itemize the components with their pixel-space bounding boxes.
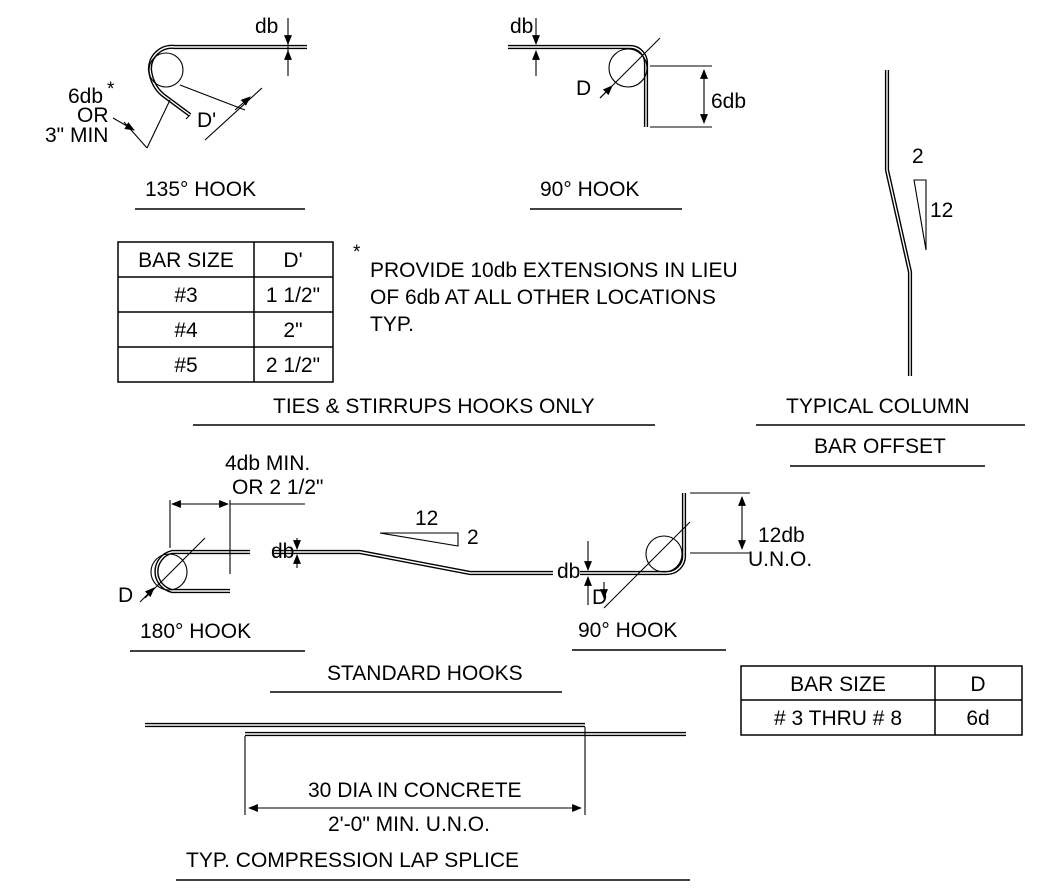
d-prime-dim-line <box>204 87 263 141</box>
lap-splice-title: TYP. COMPRESSION LAP SPLICE <box>186 849 519 872</box>
hook-180-dim-line1: 4db MIN. <box>225 452 310 475</box>
ties-table-header-d-prime: D' <box>283 249 302 272</box>
hook-135-title: 135° HOOK <box>145 178 256 201</box>
d-table-header-bar-size: BAR SIZE <box>790 673 886 696</box>
ties-table-cell: 2 1/2" <box>266 354 320 377</box>
ties-table-cell: 1 1/2" <box>266 284 320 307</box>
hook-90-bottom-title: 90° HOOK <box>578 619 677 642</box>
hook-135-3min-label: 3" MIN <box>45 124 108 147</box>
hook-135-db-label: db <box>255 15 278 38</box>
d-table: BAR SIZE D # 3 THRU # 8 6d <box>740 665 1023 736</box>
column-slope-rise: 2 <box>912 145 924 168</box>
hook-135-bar <box>147 44 307 120</box>
hook-90-bottom-d-label: D <box>592 586 607 609</box>
hook-135-or-label: OR <box>77 104 109 127</box>
hook-90-bottom-detail: db D 12db U.N.O. 90° HOOK <box>557 492 812 651</box>
hook-90-bottom-db-label: db <box>557 560 580 583</box>
hook-180-title: 180° HOOK <box>140 620 251 643</box>
hook-135-6db-label: 6db <box>68 85 103 108</box>
ties-table-header-bar-size: BAR SIZE <box>138 249 234 272</box>
ext-dim-arrow <box>112 117 135 131</box>
hook-90-bottom-12db-label: 12db <box>758 524 805 547</box>
hook-135-d-prime-label: D' <box>197 109 216 132</box>
hook-90-top-bar <box>508 44 649 127</box>
offset-bar-db-label: db <box>271 540 294 563</box>
d-table-header-d: D <box>970 673 985 696</box>
hook-135-detail: db D' 6db * OR 3" MIN 135° HOOK <box>45 15 307 210</box>
ties-table-cell: 2" <box>283 319 302 342</box>
d-table-cell: 6d <box>966 707 989 730</box>
hook-90-top-detail: db D 6db 90° HOOK <box>508 15 746 210</box>
ties-table-cell: #3 <box>174 284 197 307</box>
d-table-cell: # 3 THRU # 8 <box>774 707 902 730</box>
standard-hooks-caption: STANDARD HOOKS <box>327 662 523 685</box>
column-slope-run: 12 <box>930 199 953 222</box>
hook-90-top-6db-label: 6db <box>711 90 746 113</box>
offset-bar-detail: db 12 2 <box>271 507 553 576</box>
note-star: * <box>353 242 361 263</box>
ties-table-cell: #5 <box>174 354 197 377</box>
hook-135-star: * <box>107 79 115 100</box>
hook-180-bar <box>150 549 250 594</box>
note-line-1: PROVIDE 10db EXTENSIONS IN LIEU <box>370 259 738 282</box>
hook-90-top-title: 90° HOOK <box>540 178 639 201</box>
column-offset-detail: 2 12 TYPICAL COLUMN BAR OFFSET <box>756 70 1025 467</box>
ties-caption: TIES & STIRRUPS HOOKS ONLY <box>273 395 595 418</box>
offset-slope-rise: 2 <box>467 526 479 549</box>
hook-90-bottom-bar <box>580 493 687 576</box>
ties-table-cell: #4 <box>174 319 198 342</box>
hook-180-dim-line2: OR 2 1/2" <box>232 476 324 499</box>
lap-splice-detail: 30 DIA IN CONCRETE 2'-0" MIN. U.N.O. TYP… <box>145 722 690 881</box>
provide-extension-note: * PROVIDE 10db EXTENSIONS IN LIEU OF 6db… <box>353 242 738 336</box>
hook-180-d-label: D <box>118 584 133 607</box>
offset-slope-run: 12 <box>415 507 438 530</box>
ext-dim-line <box>146 99 171 149</box>
lap-splice-dim-line2: 2'-0" MIN. U.N.O. <box>328 813 490 836</box>
column-slope-triangle <box>913 179 927 251</box>
hook-180-detail: 4db MIN. OR 2 1/2" D 180° HOOK <box>118 452 324 652</box>
ties-table: BAR SIZE D' #3 1 1/2" #4 2" #5 2 1/2" <box>117 241 334 383</box>
d-prime-ext-line <box>179 84 246 111</box>
hook-90-bottom-uno-label: U.N.O. <box>748 548 812 571</box>
column-title-line2: BAR OFFSET <box>814 435 946 458</box>
offset-slope-triangle <box>379 532 459 547</box>
column-title-line1: TYPICAL COLUMN <box>786 395 970 418</box>
hook-90-top-db-label: db <box>510 15 533 38</box>
note-line-3: TYP. <box>370 313 414 336</box>
note-line-2: OF 6db AT ALL OTHER LOCATIONS <box>370 286 716 309</box>
hook-90-top-d-label: D <box>576 77 591 100</box>
lap-splice-dim-line1: 30 DIA IN CONCRETE <box>308 779 522 802</box>
